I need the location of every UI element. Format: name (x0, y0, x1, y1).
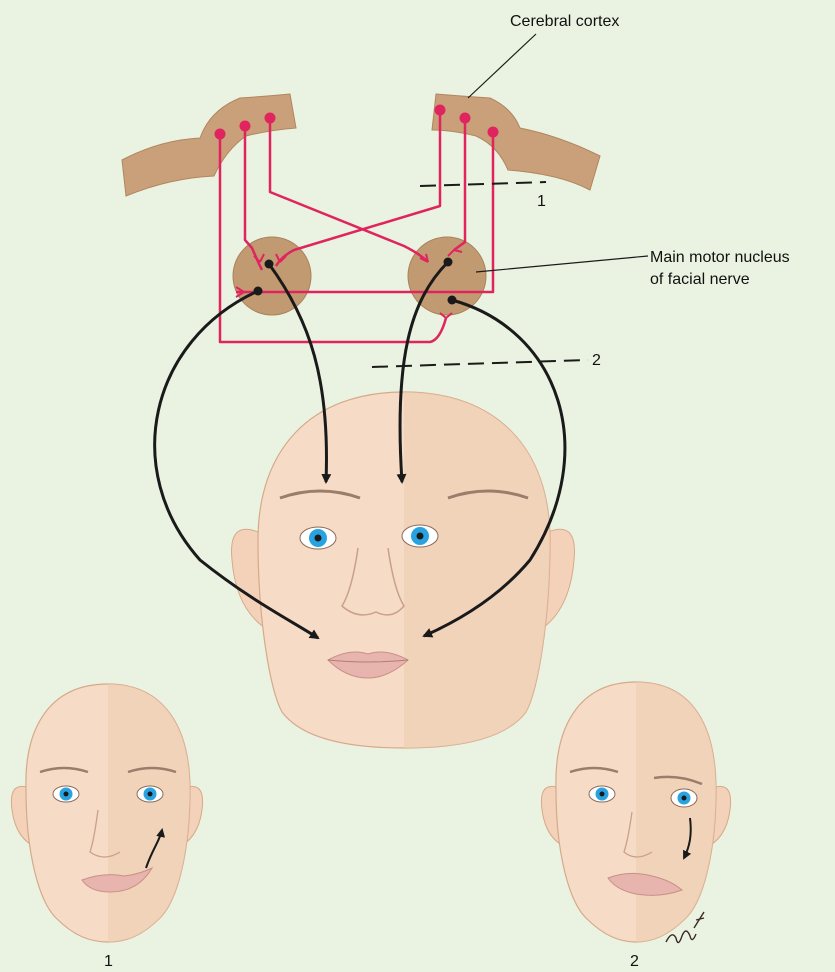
cerebral-cortex-label: Cerebral cortex (510, 13, 619, 30)
face-2-caption: 2 (630, 953, 639, 970)
cerebral-cortex-leader (468, 34, 536, 98)
motor-nucleus-label-line2: of facial nerve (650, 271, 750, 288)
face-lesion-2 (541, 682, 730, 943)
cortex-right (432, 94, 600, 190)
lesion-2-label: 2 (592, 352, 601, 369)
motor-nucleus-label-line1: Main motor nucleus (650, 249, 790, 266)
motor-nucleus-leader (476, 256, 648, 272)
lesion-1-label: 1 (537, 193, 546, 210)
face-lesion-1 (11, 684, 202, 942)
face-1-caption: 1 (104, 953, 113, 970)
